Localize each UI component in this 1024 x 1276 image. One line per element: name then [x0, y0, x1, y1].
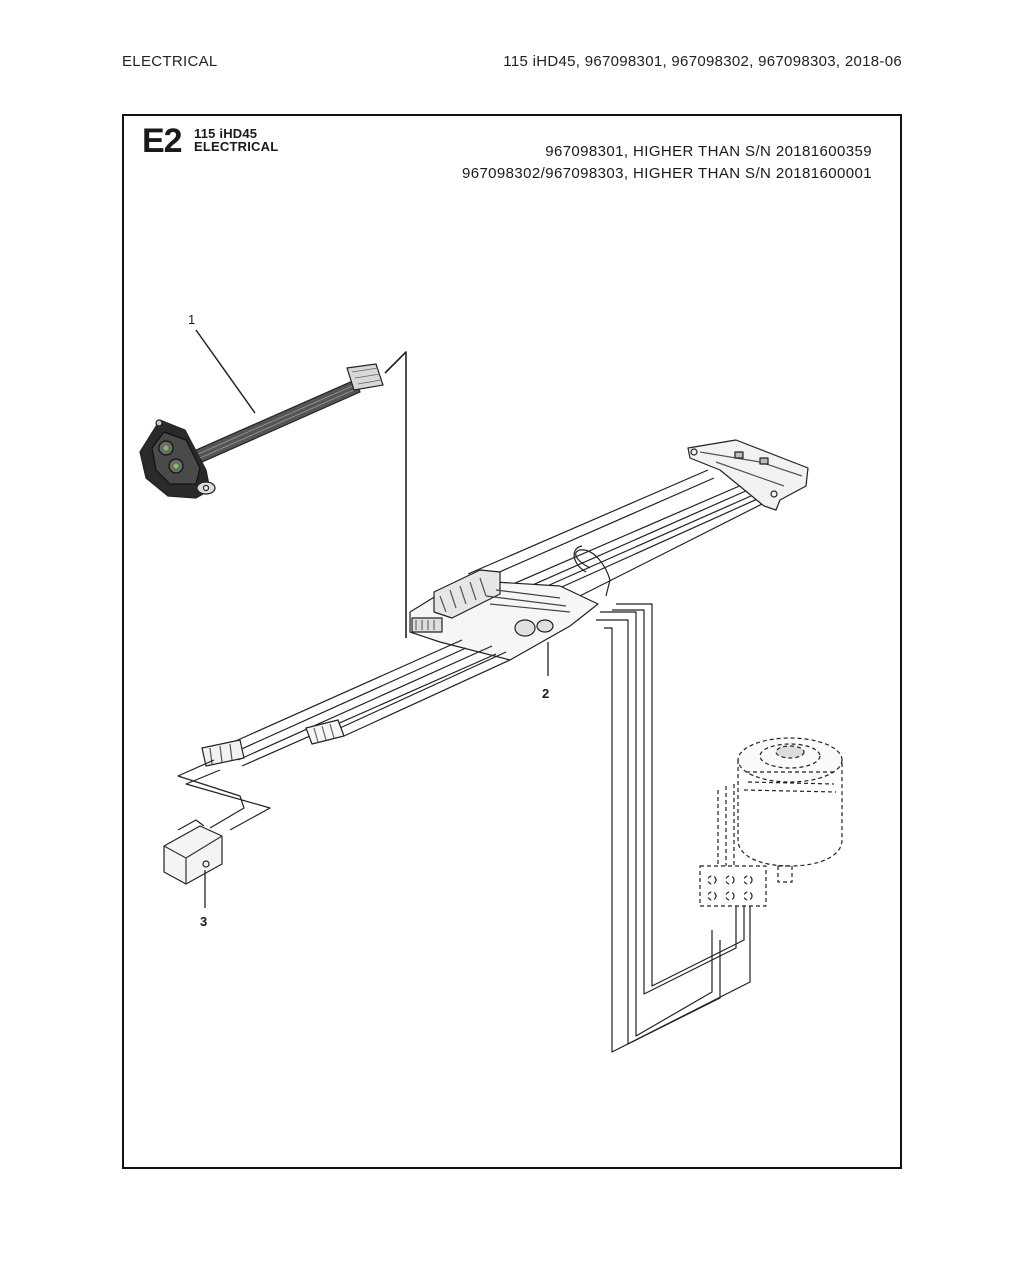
connection-line — [384, 351, 407, 638]
callout-1: 1 — [188, 312, 196, 327]
plug-connector — [305, 719, 345, 745]
panel-title: ELECTRICAL — [194, 139, 279, 154]
callout-3: 3 — [200, 914, 208, 929]
serial-line-1: 967098301, HIGHER THAN S/N 20181600359 — [545, 143, 872, 160]
serial-line-2: 967098302/967098303, HIGHER THAN S/N 201… — [461, 165, 872, 182]
leader-line-1 — [195, 329, 256, 414]
panel-model: 115 iHD45 — [194, 126, 258, 141]
ribbon-connector — [346, 363, 384, 391]
ribbon-cable — [177, 379, 361, 471]
part-2-wiring-harness — [201, 439, 809, 1053]
panel-heading: 115 iHD45 ELECTRICAL — [194, 127, 278, 153]
header-model-info: 115 iHD45, 967098301, 967098302, 9670983… — [503, 53, 902, 70]
terminal-bracket — [687, 439, 809, 511]
part-3-micro-switch — [163, 759, 271, 908]
header-section: ELECTRICAL — [122, 53, 218, 70]
callout-2: 2 — [542, 686, 550, 701]
part-1-control-panel — [139, 329, 384, 499]
panel-code: E2 — [142, 122, 183, 160]
spade-terminals — [201, 739, 245, 767]
capacitor — [514, 619, 536, 637]
diagram-frame: E2 115 iHD45 ELECTRICAL 967098301, HIGHE… — [122, 114, 902, 1169]
micro-switch — [163, 825, 223, 885]
motor-reference — [699, 737, 843, 907]
